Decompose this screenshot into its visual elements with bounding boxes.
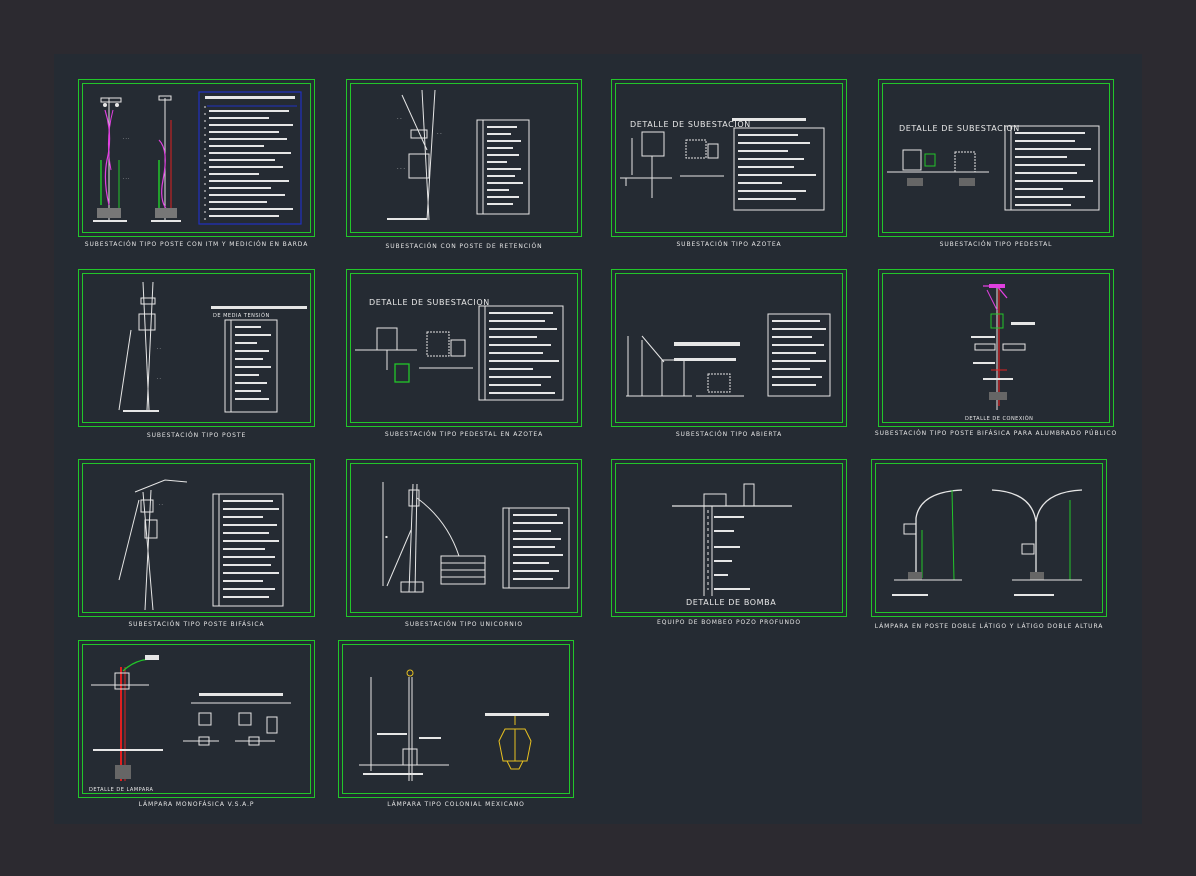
sheet-caption: SUBESTACIÓN TIPO ABIERTA — [675, 431, 783, 438]
svg-text:· ·: · · — [157, 376, 161, 381]
sheet-drawing: · · · · — [118, 281, 307, 413]
svg-text:· · ·: · · · — [123, 136, 129, 141]
inner-title: DETALLE DE CONEXIÓN — [965, 416, 1034, 422]
inner-title: DETALLE DE SUBESTACION — [630, 120, 751, 129]
sheet-drawing: · · · · · · · — [387, 89, 530, 221]
sheet-caption: SUBESTACIÓN TIPO POSTE BIFÁSICA — [128, 621, 265, 628]
inner-title: DETALLE DE LAMPARA — [89, 787, 154, 793]
sheet-caption: SUBESTACIÓN TIPO POSTE BIFÁSICA PARA ALU… — [874, 430, 1118, 437]
svg-text:· ·: · · — [159, 502, 163, 507]
sheet-lampara-monofasica[interactable]: DETALLE DE LAMPARA — [78, 640, 315, 798]
sheet-caption: SUBESTACIÓN TIPO POSTE CON ITM Y MEDICIÓ… — [84, 241, 309, 248]
sheet-poste-bifasica[interactable]: · · — [78, 459, 315, 617]
sheet-drawing: ▪ — [382, 482, 570, 593]
sheet-caption: SUBESTACIÓN TIPO POSTE — [146, 432, 247, 439]
inner-title: DE MEDIA TENSIÓN — [213, 313, 270, 319]
sheet-caption: SUBESTACIÓN CON POSTE DE RETENCIÓN — [385, 243, 543, 250]
sheet-caption: SUBESTACIÓN TIPO PEDESTAL — [939, 241, 1053, 248]
sheet-poste[interactable]: DE MEDIA TENSIÓN · · · · — [78, 269, 315, 427]
drawing-canvas[interactable]: · · · · · · — [54, 54, 1142, 824]
sheet-drawing — [971, 284, 1035, 410]
sheet-bombeo[interactable]: DETALLE DE BOMBA — [611, 459, 847, 617]
sheet-azotea[interactable]: DETALLE DE SUBESTACION — [611, 79, 847, 237]
svg-text:· · ·: · · · — [123, 176, 129, 181]
sheet-caption: SUBESTACIÓN TIPO UNICORNIO — [405, 621, 523, 628]
sheet-drawing: · · · · · · — [93, 91, 302, 225]
sheet-drawing — [887, 125, 1100, 211]
sheet-abierta[interactable] — [611, 269, 847, 427]
sheet-caption: LÁMPARA TIPO COLONIAL MEXICANO — [387, 801, 525, 808]
sheet-drawing — [359, 669, 549, 781]
sheet-drawing — [892, 489, 1083, 596]
inner-title: DETALLE DE BOMBA — [686, 598, 777, 607]
sheet-poste-itm-medicion[interactable]: · · · · · · — [78, 79, 315, 237]
sheet-unicornio[interactable]: ▪ — [346, 459, 582, 617]
sheet-drawing — [672, 483, 792, 596]
sheet-drawing — [626, 313, 831, 397]
sheet-pedestal-azotea[interactable]: DETALLE DE SUBESTACION — [346, 269, 582, 427]
sheet-caption: LÁMPARA MONOFÁSICA V.S.A.P — [138, 801, 255, 808]
sheet-caption: SUBESTACIÓN TIPO PEDESTAL EN AZOTEA — [384, 431, 544, 438]
svg-text:· · ·: · · · — [397, 166, 405, 172]
svg-text:· ·: · · — [397, 116, 402, 122]
sheet-caption: LÁMPARA EN POSTE DOBLE LÁTIGO Y LÁTIGO D… — [874, 623, 1104, 630]
sheet-drawing — [91, 655, 291, 781]
sheet-poste-bifasica-alumbrado[interactable]: DETALLE DE CONEXIÓN — [878, 269, 1114, 427]
sheet-lampara-colonial[interactable] — [338, 640, 574, 798]
sheet-drawing — [355, 305, 564, 401]
sheet-lampara-doble-latigo[interactable] — [871, 459, 1107, 617]
sheet-drawing: · · — [118, 479, 284, 611]
sheet-poste-retencion[interactable]: · · · · · · · — [346, 79, 582, 237]
svg-text:▪: ▪ — [385, 534, 388, 539]
sheet-caption: SUBESTACIÓN TIPO AZOTEA — [676, 241, 782, 248]
svg-text:· ·: · · — [157, 346, 161, 351]
svg-text:· ·: · · — [437, 131, 442, 137]
inner-title: DETALLE DE SUBESTACION — [899, 124, 1020, 133]
sheet-caption: EQUIPO DE BOMBEO POZO PROFUNDO — [657, 619, 801, 626]
sheet-drawing — [620, 118, 825, 211]
sheet-pedestal[interactable]: DETALLE DE SUBESTACION — [878, 79, 1114, 237]
inner-title: DETALLE DE SUBESTACION — [369, 298, 490, 307]
